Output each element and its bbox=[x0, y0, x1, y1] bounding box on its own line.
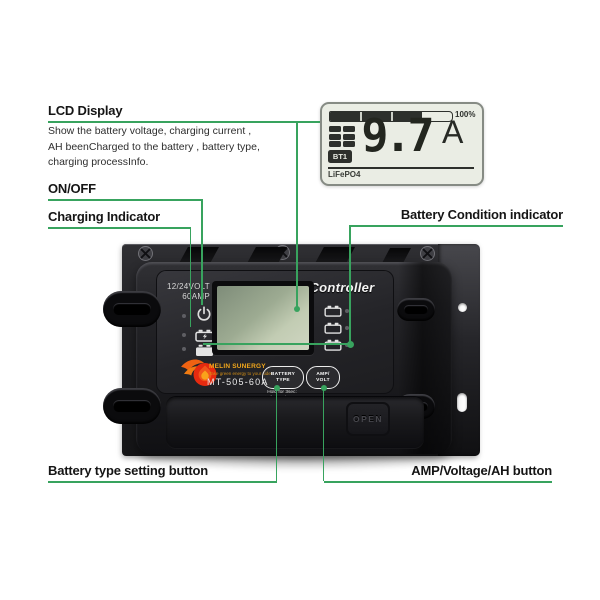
amp-button-dot bbox=[320, 385, 327, 391]
gauge-tick bbox=[391, 112, 393, 121]
battery-full-icon bbox=[196, 344, 213, 356]
flange-hole-top bbox=[458, 303, 467, 312]
onoff-callout-underline bbox=[48, 199, 202, 201]
open-tab: OPEN bbox=[346, 402, 390, 436]
onoff-callout-line bbox=[201, 199, 203, 305]
amp-button-vline bbox=[322, 388, 324, 481]
model-number: MT-505-60A bbox=[207, 377, 269, 387]
battery-type-vline bbox=[275, 388, 277, 481]
current-reading-unit: A bbox=[442, 114, 464, 150]
flame-logo-icon bbox=[181, 359, 217, 386]
status-dot bbox=[182, 347, 186, 351]
charging-callout-line bbox=[189, 227, 191, 327]
charging-indicator-label: Charging Indicator bbox=[48, 209, 160, 224]
power-icon bbox=[197, 306, 211, 321]
charging-callout-underline bbox=[48, 227, 190, 229]
battery-type-button-label: TYPE bbox=[276, 377, 290, 383]
charge-gauge bbox=[329, 111, 453, 122]
screw-icon bbox=[420, 246, 435, 261]
brand-tagline: Take green energy to your side bbox=[209, 371, 271, 376]
battery-type-underline bbox=[48, 481, 277, 483]
rating-text: 12/24VOLT 60AMP bbox=[160, 282, 210, 301]
device-lcd-screen bbox=[217, 286, 309, 350]
battery-condition-icon bbox=[324, 339, 342, 351]
amp-button-underline bbox=[324, 481, 552, 483]
battery-slot-badge: BT1 bbox=[328, 150, 352, 163]
side-clip bbox=[103, 388, 161, 424]
battery-condition-underline bbox=[349, 225, 563, 227]
lcd-readout-panel: 100% BT1 9.7 A LiFePO4 bbox=[320, 102, 484, 186]
heatsink-fin bbox=[381, 248, 411, 265]
rating-volt: 12/24VOLT bbox=[166, 282, 210, 291]
screw-icon bbox=[138, 246, 153, 261]
side-clip bbox=[397, 298, 435, 321]
battery-type-dot bbox=[273, 385, 280, 391]
battery-condition-label: Battery Condition indicator bbox=[400, 207, 563, 222]
lcd-display-description: Show the battery voltage, charging curre… bbox=[48, 125, 260, 168]
open-tab-label: OPEN bbox=[352, 414, 384, 424]
side-clip bbox=[103, 291, 161, 327]
battery-condition-vline bbox=[349, 225, 351, 344]
solar-panel-icon bbox=[329, 126, 355, 147]
flange-hole-bottom bbox=[457, 393, 467, 412]
amp-voltage-ah-button-label-callout: AMP/Voltage/AH button bbox=[411, 463, 552, 478]
battery-condition-icon bbox=[324, 305, 342, 317]
status-dot bbox=[182, 314, 186, 318]
battery-condition-icon bbox=[324, 322, 342, 334]
status-dot bbox=[182, 333, 186, 337]
status-dot bbox=[345, 326, 349, 330]
lcd-divider bbox=[328, 167, 474, 169]
gauge-tick bbox=[360, 112, 362, 121]
battery-type-button-label: BATTERY bbox=[270, 371, 296, 377]
battery-condition-dot bbox=[346, 340, 354, 348]
status-dot bbox=[345, 309, 349, 313]
battery-type-readout: LiFePO4 bbox=[328, 170, 361, 179]
current-reading-value: 9.7 bbox=[361, 109, 434, 162]
lcd-display-label: LCD Display bbox=[48, 103, 123, 118]
battery-condition-hline bbox=[203, 343, 351, 345]
lcd-callout-line bbox=[296, 121, 298, 310]
rating-amp: 60AMP bbox=[182, 291, 210, 301]
amp-volt-button-label: VOLT bbox=[316, 377, 330, 383]
charge-percent-label: 100% bbox=[455, 110, 476, 119]
onoff-label: ON/OFF bbox=[48, 181, 96, 196]
battery-type-button: BATTERY TYPE bbox=[262, 366, 304, 389]
amp-volt-button-label: AMP/ bbox=[316, 371, 330, 377]
lcd-callout-underline bbox=[48, 121, 320, 123]
brand-name: MELIN SUNERGY bbox=[209, 363, 266, 370]
lcd-callout-dot bbox=[294, 306, 300, 312]
battery-type-button-label-callout: Battery type setting button bbox=[48, 463, 208, 478]
lcd-gauge-fill bbox=[330, 112, 422, 121]
